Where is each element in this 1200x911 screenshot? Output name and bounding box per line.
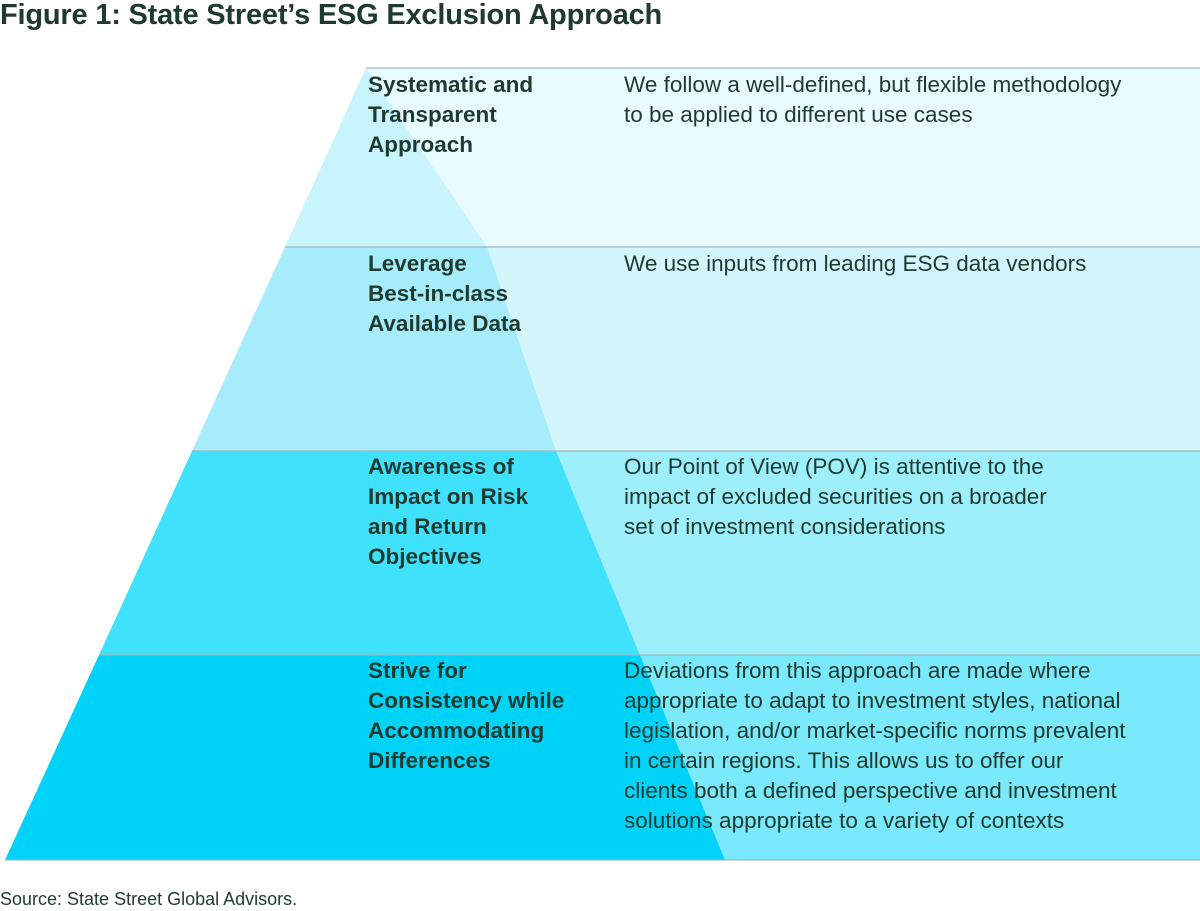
tier-3-label: Awareness of Impact on Risk and Return O… [368, 454, 529, 569]
pyramid-tier-4 [5, 655, 725, 860]
tier-4-label: Strive for Consistency while Accommodati… [368, 658, 565, 773]
tier-4-row-band [640, 655, 1200, 860]
tier-2-description: We use inputs from leading ESG data vend… [624, 251, 1087, 276]
tier-3-description: Our Point of View (POV) is attentive to … [624, 454, 1047, 539]
tier-2-row-band [487, 247, 1200, 451]
tier-1-description: We follow a well-defined, but flexible m… [624, 72, 1122, 127]
tier-3-row-band [556, 451, 1200, 655]
tier-1-row-band [366, 68, 1200, 247]
tier-2-label: Leverage Best-in-class Available Data [368, 251, 521, 336]
pyramid-tier-1 [285, 68, 487, 247]
tier-4-description: Deviations from this approach are made w… [624, 658, 1126, 833]
pyramid-tier-2 [192, 247, 556, 451]
pyramid-tier-3 [99, 451, 640, 655]
figure-title: Figure 1: State Street’s ESG Exclusion A… [0, 0, 663, 31]
tier-1-label: Systematic and Transparent Approach [368, 72, 534, 157]
source-note: Source: State Street Global Advisors. [0, 889, 298, 909]
